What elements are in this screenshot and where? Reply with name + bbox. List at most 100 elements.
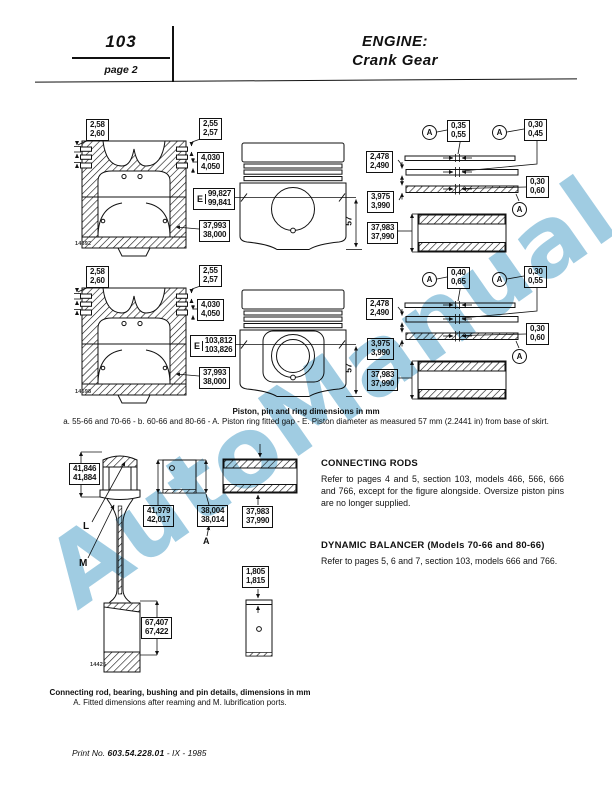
dim-value: 38,004	[201, 506, 225, 515]
print-suffix: - IX - 1985	[166, 748, 207, 758]
dim-value: 4,050	[201, 308, 221, 318]
dim-value: 99,827	[207, 189, 232, 198]
dim-stack: 103,812 103,826	[204, 336, 233, 355]
dim-value: 1,815	[246, 575, 266, 585]
dim-value: 0,30	[530, 324, 545, 333]
piston-caption: Piston, pin and ring dimensions in mm a.…	[40, 407, 572, 427]
dim-value: 0,30	[530, 177, 545, 186]
dynamic-balancer-section: DYNAMIC BALANCER (Models 70-66 and 80-66…	[321, 540, 564, 567]
dim-ring-land-b: 2,58 2,60	[86, 266, 109, 288]
dim-rod-pin-od: 37,983 37,990	[242, 506, 274, 528]
rod-caption: Connecting rod, bearing, bushing and pin…	[48, 688, 312, 708]
dim-value: 0,30	[528, 120, 543, 129]
dim-value: 2,490	[370, 160, 390, 170]
dim-gap2-a: 0,30 0,45	[524, 119, 547, 141]
dim-small-end-od: 41,846 41,884	[69, 463, 101, 485]
dim-value: 2,55	[203, 266, 218, 275]
dim-value: 37,990	[371, 231, 395, 241]
dim-ring2-height-a: 2,478 2,490	[366, 151, 394, 173]
dynamic-balancer-body: Refer to pages 5, 6 and 7, section 103, …	[321, 556, 558, 566]
dim-value: 41,884	[73, 472, 97, 482]
dim-value: 37,983	[371, 370, 395, 379]
label-L: L	[83, 521, 90, 532]
dim-value: 37,990	[246, 515, 270, 525]
figure-number-b: 14598	[75, 389, 92, 395]
dim-value: 38,014	[201, 514, 225, 524]
dim-gap2-b: 0,30 0,55	[524, 266, 547, 288]
dim-value: 3,975	[371, 192, 391, 201]
ring-gap-symbol-b1: A	[422, 272, 437, 287]
chapter-title-line1: ENGINE:	[361, 33, 428, 50]
dim-bushing-id: 38,004 38,014	[197, 505, 229, 527]
dim-value: 2,57	[203, 127, 218, 137]
piston-figure-a	[74, 129, 537, 256]
piston-caption-body: a. 55-66 and 70-66 - b. 60-66 and 80-66 …	[63, 417, 549, 426]
dim-value: 4,050	[201, 161, 221, 171]
dim-pin-bore-b: 37,993 38,000	[199, 367, 231, 389]
dim-pin-od-b: 37,983 37,990	[367, 369, 399, 391]
dim-value: 42,017	[147, 514, 171, 524]
dim-stack: 99,827 99,841	[207, 189, 232, 208]
dim-value: 2,478	[370, 152, 390, 161]
section-number: 103	[105, 32, 137, 51]
dim-value: 1,805	[246, 567, 266, 576]
dim-ring3-height-a: 3,975 3,990	[367, 191, 395, 213]
dim-value: 37,993	[203, 368, 227, 377]
dim-value: 3,975	[371, 339, 391, 348]
dim-groove3-b: 4,030 4,050	[197, 299, 225, 321]
skirt-dim-a: 57	[343, 216, 354, 226]
dim-gap1-b: 0,40 0,65	[447, 267, 470, 289]
dim-prefix: E	[194, 340, 203, 351]
dim-value: 103,812	[204, 336, 233, 345]
dim-value: 2,58	[90, 267, 105, 276]
ring-gap-symbol-b3: A	[512, 349, 527, 364]
piston-caption-title: Piston, pin and ring dimensions in mm	[232, 407, 380, 416]
dim-groove1-b: 2,55 2,57	[199, 265, 222, 287]
dim-value: 0,60	[530, 332, 545, 342]
dim-value: 37,983	[246, 507, 270, 516]
dynamic-balancer-heading: DYNAMIC BALANCER (Models 70-66 and 80-66…	[321, 540, 545, 551]
dim-bearing-thickness: 1,805 1,815	[242, 566, 270, 588]
dim-value: 67,422	[145, 626, 169, 636]
dim-value: 37,993	[203, 221, 227, 230]
chapter-title-line2: Crank Gear	[352, 51, 438, 69]
dim-value: 4,030	[201, 300, 221, 309]
header-underline	[72, 57, 170, 59]
dim-value: 103,826	[204, 344, 233, 354]
label-A-reamed: A	[203, 536, 210, 546]
ring-gap-symbol-b2: A	[492, 272, 507, 287]
dim-value: 2,57	[203, 274, 218, 284]
dim-value: 3,990	[371, 200, 391, 210]
header-divider	[172, 26, 174, 82]
dim-pin-bore-a: 37,993 38,000	[199, 220, 231, 242]
dim-big-end-bore: 67,407 67,422	[141, 617, 173, 639]
dim-piston-diameter-a: E 99,827 99,841	[193, 188, 236, 210]
dim-value: 0,40	[451, 268, 466, 277]
dim-value: 0,35	[451, 121, 466, 130]
chapter-title: ENGINE: Crank Gear	[300, 33, 490, 71]
dim-ring-land-a: 2,58 2,60	[86, 119, 109, 141]
dim-gap3-a: 0,30 0,60	[526, 176, 549, 198]
dim-piston-diameter-b: E 103,812 103,826	[190, 335, 237, 357]
dim-groove3-a: 4,030 4,050	[197, 152, 225, 174]
skirt-dim-b: 57	[343, 363, 354, 373]
dim-value: 2,490	[370, 307, 390, 317]
dim-value: 0,45	[528, 128, 543, 138]
dim-ring3-height-b: 3,975 3,990	[367, 338, 395, 360]
dim-value: 4,030	[201, 153, 221, 162]
dim-value: 0,55	[451, 129, 466, 139]
dim-bushing-od: 41,979 42,017	[143, 505, 175, 527]
piston-figure-b	[74, 276, 537, 403]
dim-value: 0,55	[528, 275, 543, 285]
dim-value: 2,55	[203, 119, 218, 128]
print-prefix: Print No.	[72, 748, 106, 758]
dim-value: 38,000	[203, 229, 227, 239]
dim-value: 0,65	[451, 276, 466, 286]
dim-prefix: E	[197, 193, 206, 204]
print-number: Print No. 603.54.228.01 - IX - 1985	[72, 748, 206, 758]
label-M: M	[79, 558, 88, 569]
ring-gap-symbol-a1: A	[422, 125, 437, 140]
dim-ring2-height-b: 2,478 2,490	[366, 298, 394, 320]
dim-value: 37,983	[371, 223, 395, 232]
